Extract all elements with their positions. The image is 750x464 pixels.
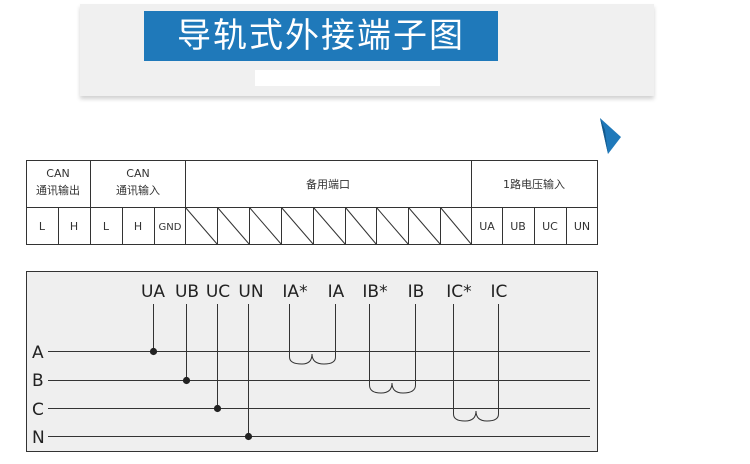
wiring-label: UC	[206, 282, 230, 302]
junction-dot-un	[244, 432, 253, 441]
line-label-n: N	[32, 428, 45, 448]
line-label-b: B	[32, 371, 44, 391]
junction-dot-ub	[182, 376, 191, 385]
wiring-label: IA*	[282, 282, 307, 302]
junction-dot-ua	[149, 347, 158, 356]
wiring-label: IB	[408, 282, 425, 302]
terminal-label: L	[103, 220, 110, 233]
wiring-label: UN	[238, 282, 263, 302]
terminal-label: UB	[510, 220, 526, 233]
terminal-label: UN	[574, 220, 590, 233]
group-can-out-line1: CAN	[46, 167, 69, 180]
group-spare-ports: 备用端口	[306, 177, 350, 191]
wiring-label: IC*	[446, 282, 471, 302]
banner-strip	[255, 70, 440, 86]
current-loop-b	[369, 304, 416, 394]
wiring-label: UB	[175, 282, 199, 302]
terminal-label: GND	[159, 222, 182, 233]
terminal-label: L	[39, 220, 46, 233]
wiring-label: IB*	[362, 282, 387, 302]
play-arrow-icon	[600, 118, 621, 154]
line-label-a: A	[32, 343, 44, 363]
group-can-out-line2: 通讯输出	[36, 183, 80, 197]
wiring-label: UA	[141, 282, 165, 302]
group-can-in-line2: 通讯输入	[116, 183, 160, 197]
group-voltage-input: 1路电压输入	[503, 177, 565, 191]
wiring-label: IC	[491, 282, 508, 302]
spare-port-slots	[185, 207, 472, 245]
wiring-panel	[26, 271, 598, 452]
current-loop-c	[453, 304, 499, 422]
page-title: 导轨式外接端子图	[144, 11, 498, 61]
wiring-label: IA	[328, 282, 345, 302]
current-loop-a	[289, 304, 336, 365]
junction-dot-uc	[213, 404, 222, 413]
group-can-in-line1: CAN	[126, 167, 149, 180]
terminal-label: UA	[479, 220, 495, 233]
terminal-label: H	[70, 220, 78, 233]
line-label-c: C	[32, 400, 44, 420]
terminal-label: UC	[542, 220, 558, 233]
terminal-label: H	[134, 220, 142, 233]
